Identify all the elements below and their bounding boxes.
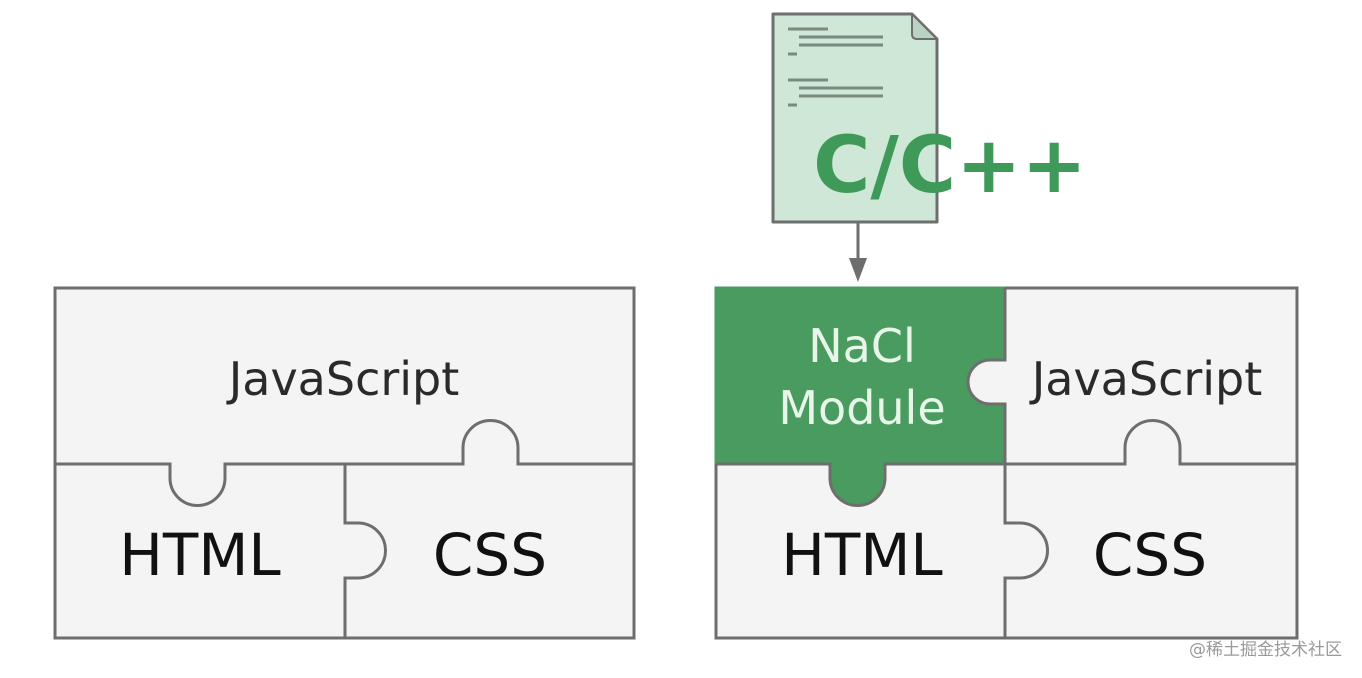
javascript-bump-into-nacl <box>968 360 1005 404</box>
source-document: C/C++ <box>771 12 1087 282</box>
right-html-css-seam <box>1003 464 1049 638</box>
right-puzzle: NaCl Module JavaScript HTML CSS <box>714 286 1299 640</box>
nacl-module-piece <box>716 288 1005 506</box>
left-html-label: HTML <box>119 521 280 589</box>
right-css-label: CSS <box>1093 521 1207 589</box>
compile-arrow-head-icon <box>849 258 867 282</box>
nacl-label-line1: NaCl <box>808 319 916 373</box>
right-javascript-label: JavaScript <box>1029 352 1263 406</box>
right-html-label: HTML <box>781 521 942 589</box>
right-javascript-piece <box>1005 288 1297 464</box>
right-puzzle-border-gray <box>714 286 1299 640</box>
document-code-lines-icon <box>788 27 883 107</box>
document-icon <box>771 12 939 224</box>
left-html-piece <box>55 464 386 638</box>
right-nacl-js-seam <box>966 288 1007 464</box>
document-dog-ear-icon <box>911 13 938 40</box>
right-css-piece <box>1005 420 1297 638</box>
left-vertical-seam <box>343 464 387 638</box>
left-css-label: CSS <box>433 521 547 589</box>
right-puzzle-border-green <box>714 286 1005 464</box>
right-html-piece <box>716 464 1048 638</box>
watermark: @稀土掘金技术社区 <box>1189 640 1342 660</box>
nacl-label-line2: Module <box>778 381 945 435</box>
left-javascript-piece <box>55 288 634 506</box>
left-css-piece <box>345 420 634 638</box>
left-puzzle: JavaScript HTML CSS <box>53 286 636 640</box>
cpp-label: C/C++ <box>813 121 1087 211</box>
nacl-tab-into-html <box>830 462 885 506</box>
left-javascript-label: JavaScript <box>226 352 460 406</box>
